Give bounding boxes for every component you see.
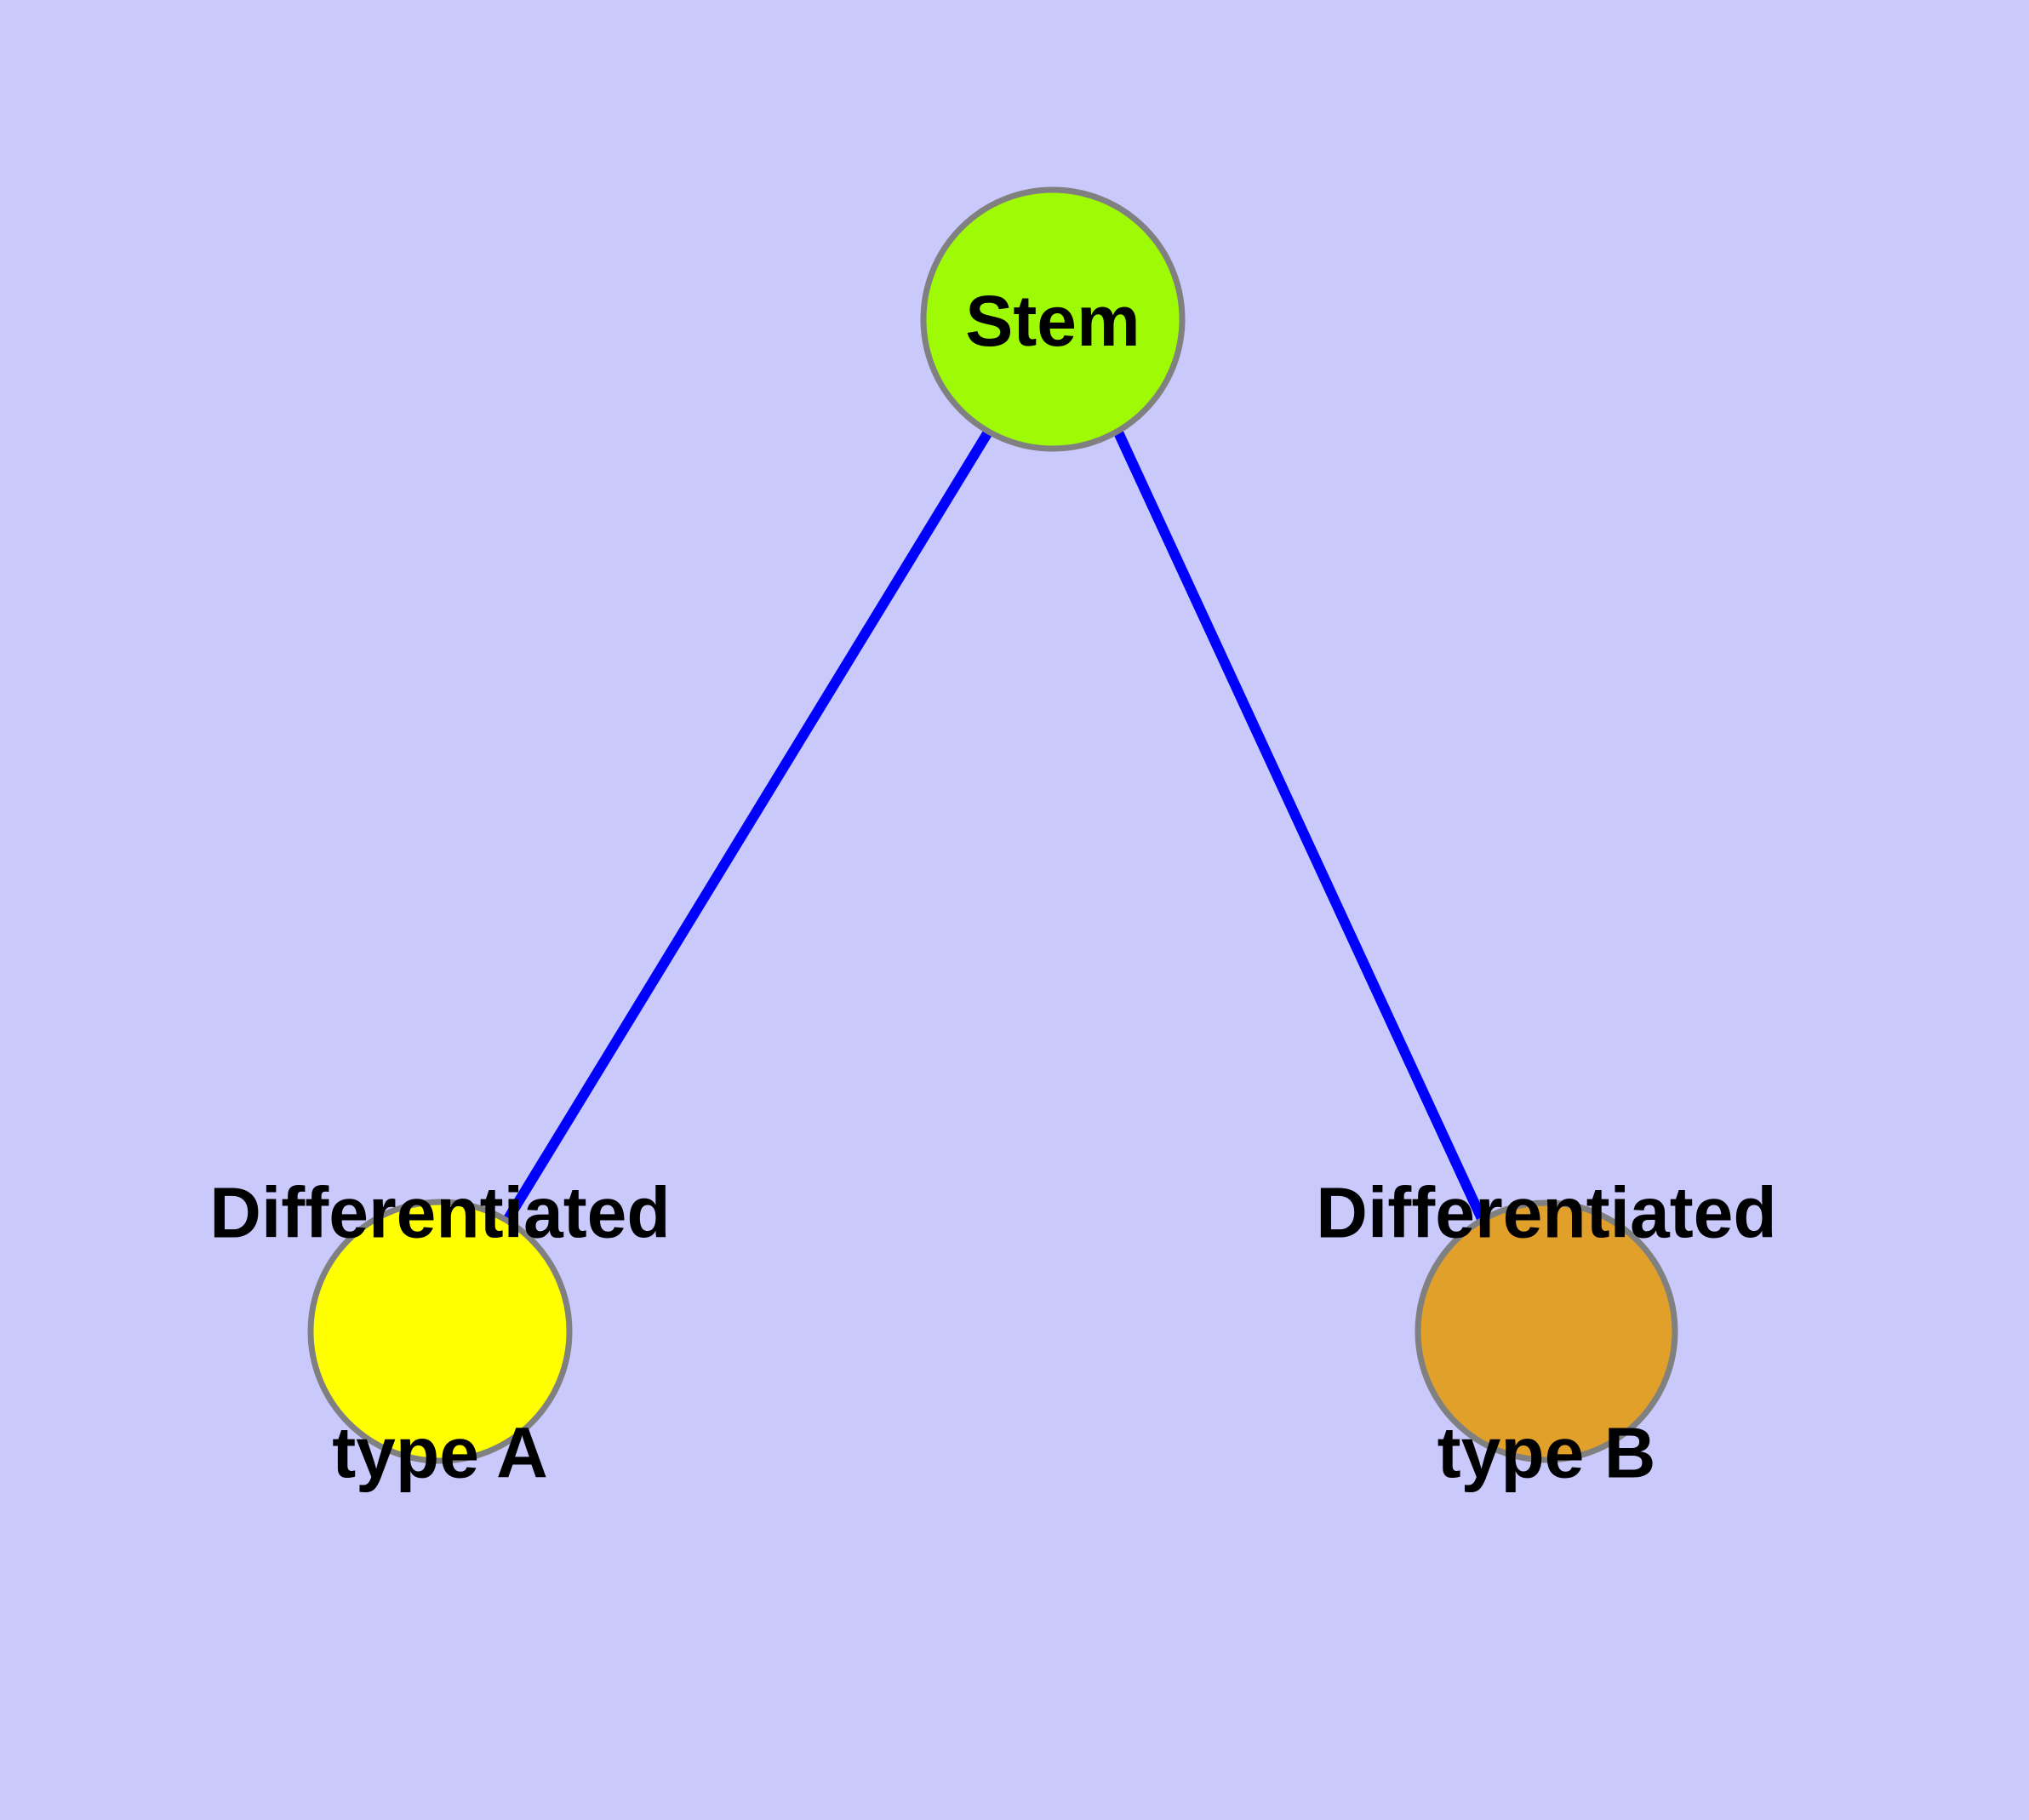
node-stem[interactable] bbox=[920, 186, 1186, 452]
edge-layer bbox=[501, 427, 1489, 1225]
node-differentiated-type-a[interactable] bbox=[307, 1199, 573, 1464]
edge-stem-to-differentiated-type-a[interactable] bbox=[501, 427, 994, 1225]
node-layer bbox=[307, 186, 1678, 1464]
edge-stem-to-differentiated-type-b[interactable] bbox=[1113, 430, 1489, 1225]
node-differentiated-type-b[interactable] bbox=[1415, 1199, 1678, 1463]
